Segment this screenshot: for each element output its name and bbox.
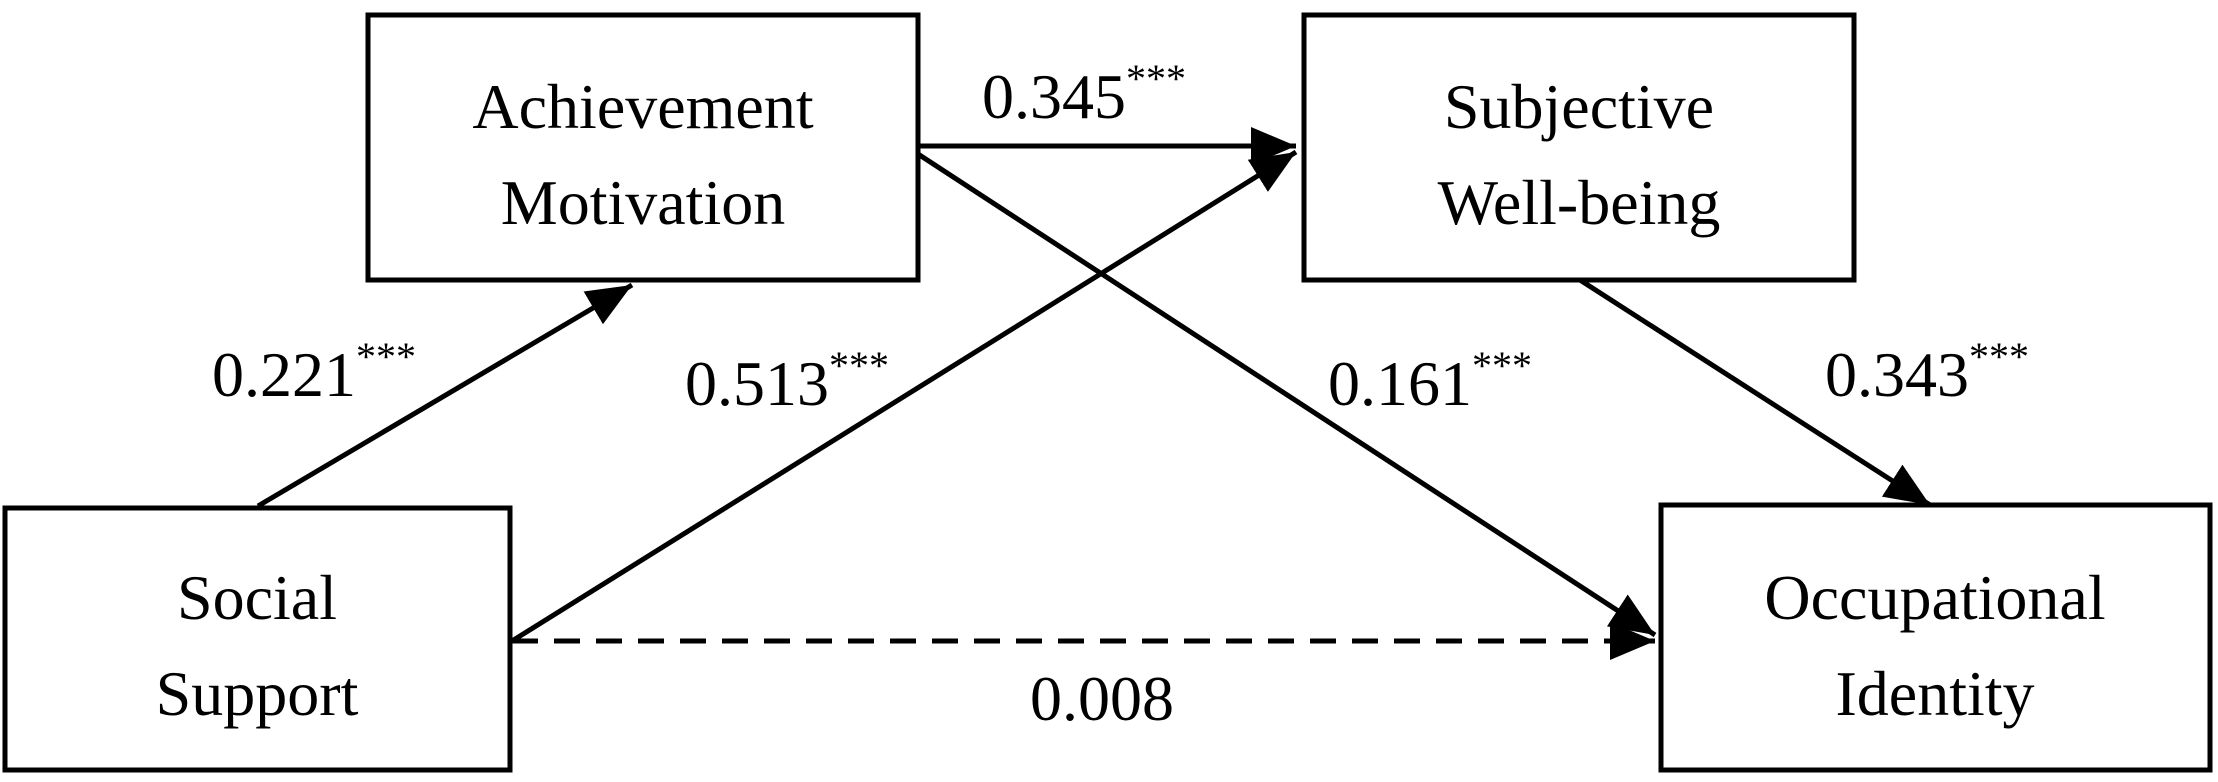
node-label-line1: Social — [177, 562, 337, 633]
path-subjective-wellbeing-to-occupational-identity — [1578, 277, 1932, 508]
path-social-support-to-achievement-motivation — [256, 282, 634, 509]
path-social-support-to-subjective-wellbeing — [510, 149, 1298, 644]
node-label-line2: Motivation — [501, 167, 785, 238]
coefficient-am-to-swb: 0.345*** — [982, 56, 1186, 132]
coefficient-swb-to-oi: 0.343*** — [1825, 334, 2029, 410]
node-label-line2: Well-being — [1438, 167, 1721, 238]
coefficient-ss-to-am: 0.221*** — [212, 334, 416, 410]
node-achievement-motivation: Achievement Motivation — [365, 12, 921, 283]
node-occupational-identity: Occupational Identity — [1658, 502, 2213, 773]
node-label-line1: Achievement — [472, 71, 813, 142]
coefficient-am-to-oi: 0.161*** — [1328, 343, 1532, 419]
coefficient-ss-to-swb: 0.513*** — [685, 343, 889, 419]
path-achievement-motivation-to-occupational-identity — [916, 151, 1657, 638]
node-label-line2: Support — [156, 658, 359, 729]
node-subjective-wellbeing: Subjective Well-being — [1301, 12, 1857, 283]
coefficient-ss-to-oi: 0.008 — [1030, 663, 1174, 734]
node-label-line2: Identity — [1835, 658, 2034, 729]
node-label-line1: Subjective — [1444, 71, 1714, 142]
node-social-support: Social Support — [2, 505, 513, 773]
node-label-line1: Occupational — [1764, 562, 2105, 633]
